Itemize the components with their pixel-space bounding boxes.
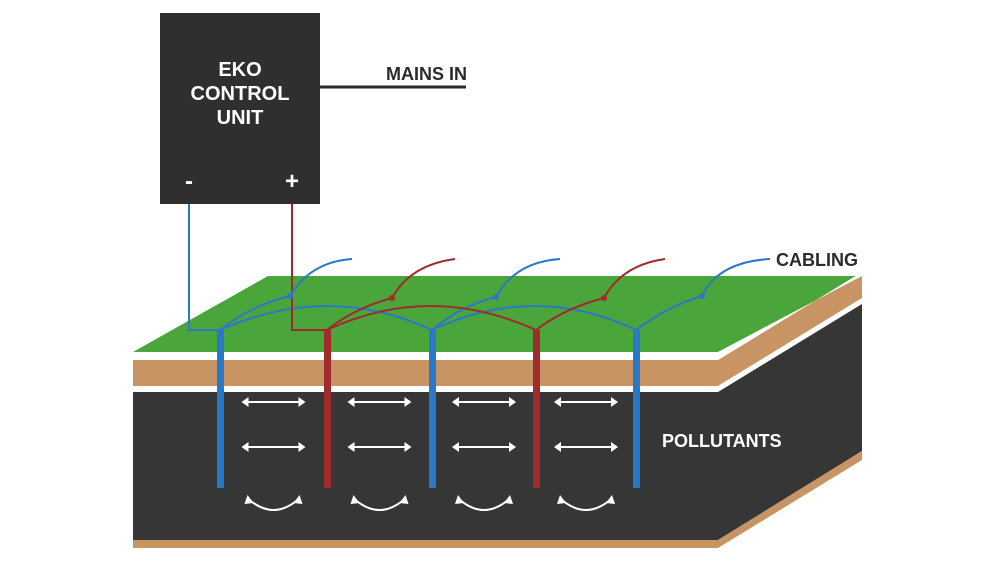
- cable-junction-dot: [389, 295, 395, 301]
- control-unit: EKO CONTROL UNIT - +: [160, 13, 320, 204]
- positive-cable-arc: [535, 297, 605, 331]
- circulation-arrow: [455, 495, 513, 511]
- cable-junction-dot: [287, 293, 293, 299]
- electrodes: [217, 330, 640, 488]
- control-unit-title-line-3: UNIT: [217, 107, 264, 129]
- double-arrow: [241, 397, 306, 407]
- grass-surface: [133, 276, 862, 352]
- negative-terminal-symbol: -: [185, 168, 193, 195]
- double-arrow: [241, 442, 306, 452]
- electrode-negative: [429, 330, 436, 488]
- double-arrow: [554, 397, 618, 407]
- pollutants-label: POLLUTANTS: [662, 431, 782, 451]
- negative-lead: [289, 258, 353, 297]
- side-clay-bottom: [718, 451, 862, 548]
- grass-edge: [133, 352, 718, 360]
- cable-junction-dot: [699, 293, 705, 299]
- circulation-arrow: [557, 495, 615, 511]
- electrode-negative: [633, 330, 640, 488]
- double-arrow: [452, 442, 516, 452]
- electrode-positive: [533, 330, 540, 488]
- circulation-arrow: [244, 495, 303, 511]
- double-arrow: [347, 442, 412, 452]
- side-white-band: [718, 298, 862, 392]
- pollutant-flow-arrows: [241, 397, 618, 511]
- electrode-negative: [217, 330, 224, 488]
- control-unit-box: [160, 13, 320, 204]
- positive-terminal-symbol: +: [285, 168, 299, 195]
- negative-cable-arc: [431, 305, 637, 331]
- front-white-band: [133, 386, 718, 392]
- double-arrow: [452, 397, 516, 407]
- cabling-label: CABLING: [776, 250, 858, 270]
- side-clay-top: [718, 272, 862, 386]
- negative-lead: [701, 258, 771, 297]
- cable-junction-dot: [601, 295, 607, 301]
- positive-feeder-wire: [291, 204, 327, 331]
- positive-cable-arc: [326, 305, 537, 331]
- cable-junction-dot: [493, 294, 499, 300]
- circulation-arrow: [350, 495, 409, 511]
- negative-cable-arc: [219, 295, 291, 331]
- cabling: [188, 204, 771, 331]
- negative-cable-arc: [431, 296, 497, 331]
- front-soil: [133, 392, 718, 540]
- negative-lead: [495, 258, 561, 298]
- double-arrow: [347, 397, 412, 407]
- negative-cable-arc: [219, 305, 433, 331]
- positive-lead: [603, 258, 666, 299]
- grass-edge-side: [718, 272, 862, 360]
- negative-cable-arc: [635, 295, 703, 331]
- ground-block: [133, 272, 862, 548]
- mains-in-label: MAINS IN: [386, 64, 467, 84]
- negative-feeder-wire: [188, 204, 220, 331]
- electrode-positive: [324, 330, 331, 488]
- front-clay-top: [133, 360, 718, 386]
- double-arrow: [554, 442, 618, 452]
- side-soil: [718, 304, 862, 540]
- front-clay-bottom: [133, 540, 718, 548]
- positive-cable-arc: [326, 297, 393, 331]
- positive-lead: [391, 258, 456, 299]
- control-unit-title-line-2: CONTROL: [191, 83, 290, 105]
- control-unit-title-line-1: EKO: [218, 59, 261, 81]
